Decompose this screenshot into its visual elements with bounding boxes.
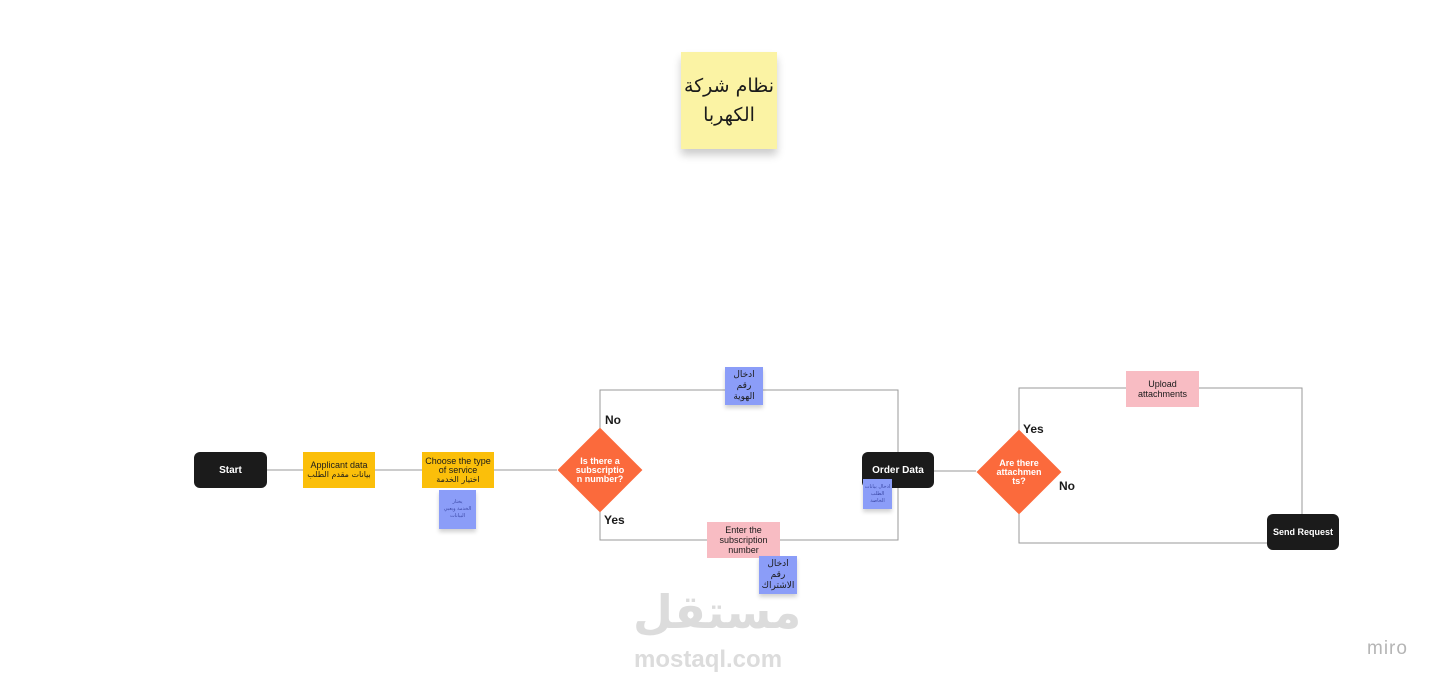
choose-service-sticky[interactable]: يختار الخدمة ويعبي البيانات	[439, 490, 476, 529]
title-line-1: نظام شركة	[683, 74, 775, 97]
subscription-decision[interactable]: Is there a subscriptio n number?	[557, 427, 643, 513]
edge-label-yes: Yes	[604, 513, 625, 527]
decision1-label-2: subscriptio	[575, 464, 625, 475]
choose-note-3: البيانات	[449, 513, 466, 519]
decision2-label-2: attachmen	[996, 466, 1042, 477]
edge-label-no: No	[605, 413, 621, 427]
choose-service-node[interactable]: Choose the type of service اختيار الخدمة	[422, 452, 494, 488]
upload-label-1: Upload	[1148, 379, 1177, 389]
choose-note-1: يختار	[452, 499, 463, 505]
applicant-label-ar: بيانات مقدم الطلب	[307, 470, 371, 479]
decision1-label-3: n number?	[576, 473, 624, 484]
send-request-node[interactable]: Send Request	[1267, 514, 1339, 550]
enter-sub-label-3: number	[728, 545, 759, 555]
title-sticky-note[interactable]: نظام شركة الكهربا	[681, 52, 777, 149]
subscription-number-sticky[interactable]: ادخال رقم الاشتراك	[759, 556, 797, 594]
id-note-1: ادخال رقم	[733, 369, 755, 391]
sub-note-1: ادخال رقم	[767, 558, 789, 580]
enter-subscription-node[interactable]: Enter the subscription number	[707, 522, 780, 558]
enter-sub-label-1: Enter the	[725, 525, 762, 535]
applicant-data-node[interactable]: Applicant data بيانات مقدم الطلب	[303, 452, 375, 488]
send-label: Send Request	[1272, 527, 1333, 537]
order-note-2: الطلب	[870, 490, 885, 497]
decision2-label-1: Are there	[999, 457, 1039, 468]
miro-logo: miro	[1367, 638, 1408, 659]
order-label: Order Data	[872, 464, 924, 476]
decision1-label-1: Is there a	[580, 455, 620, 466]
enter-sub-label-2: subscription	[719, 535, 768, 545]
upload-label-2: attachments	[1137, 389, 1188, 399]
applicant-label-en: Applicant data	[310, 460, 368, 470]
start-node[interactable]: Start	[194, 452, 267, 488]
sub-note-2: الاشتراك	[761, 580, 795, 591]
id-number-sticky[interactable]: ادخال رقم الهوية	[725, 367, 763, 405]
choose-label-ar: اختيار الخدمة	[436, 474, 480, 484]
start-label: Start	[219, 464, 242, 476]
title-line-2: الكهربا	[703, 103, 755, 126]
upload-attachments-node[interactable]: Upload attachments	[1126, 371, 1199, 407]
order-note-3: الخاصة	[870, 497, 885, 504]
id-note-2: الهوية	[733, 391, 755, 402]
order-data-sticky[interactable]: ادخال بيانات الطلب الخاصة	[863, 479, 892, 509]
watermark-latin: mostaql.com	[634, 646, 783, 673]
watermark-arabic: مستقل	[633, 585, 802, 639]
decision2-label-3: ts?	[1012, 475, 1026, 486]
connector-no-send	[1018, 512, 1267, 544]
attachments-decision[interactable]: Are there attachmen ts?	[976, 429, 1062, 515]
order-note-1: ادخال بيانات	[864, 483, 891, 490]
choose-note-2: الخدمة ويعبي	[443, 506, 472, 512]
edge-label-yes-attachments: Yes	[1023, 422, 1044, 436]
choose-label-2: of service	[438, 464, 478, 475]
choose-label-1: Choose the type	[425, 455, 491, 466]
edge-label-no-attachments: No	[1059, 479, 1075, 493]
